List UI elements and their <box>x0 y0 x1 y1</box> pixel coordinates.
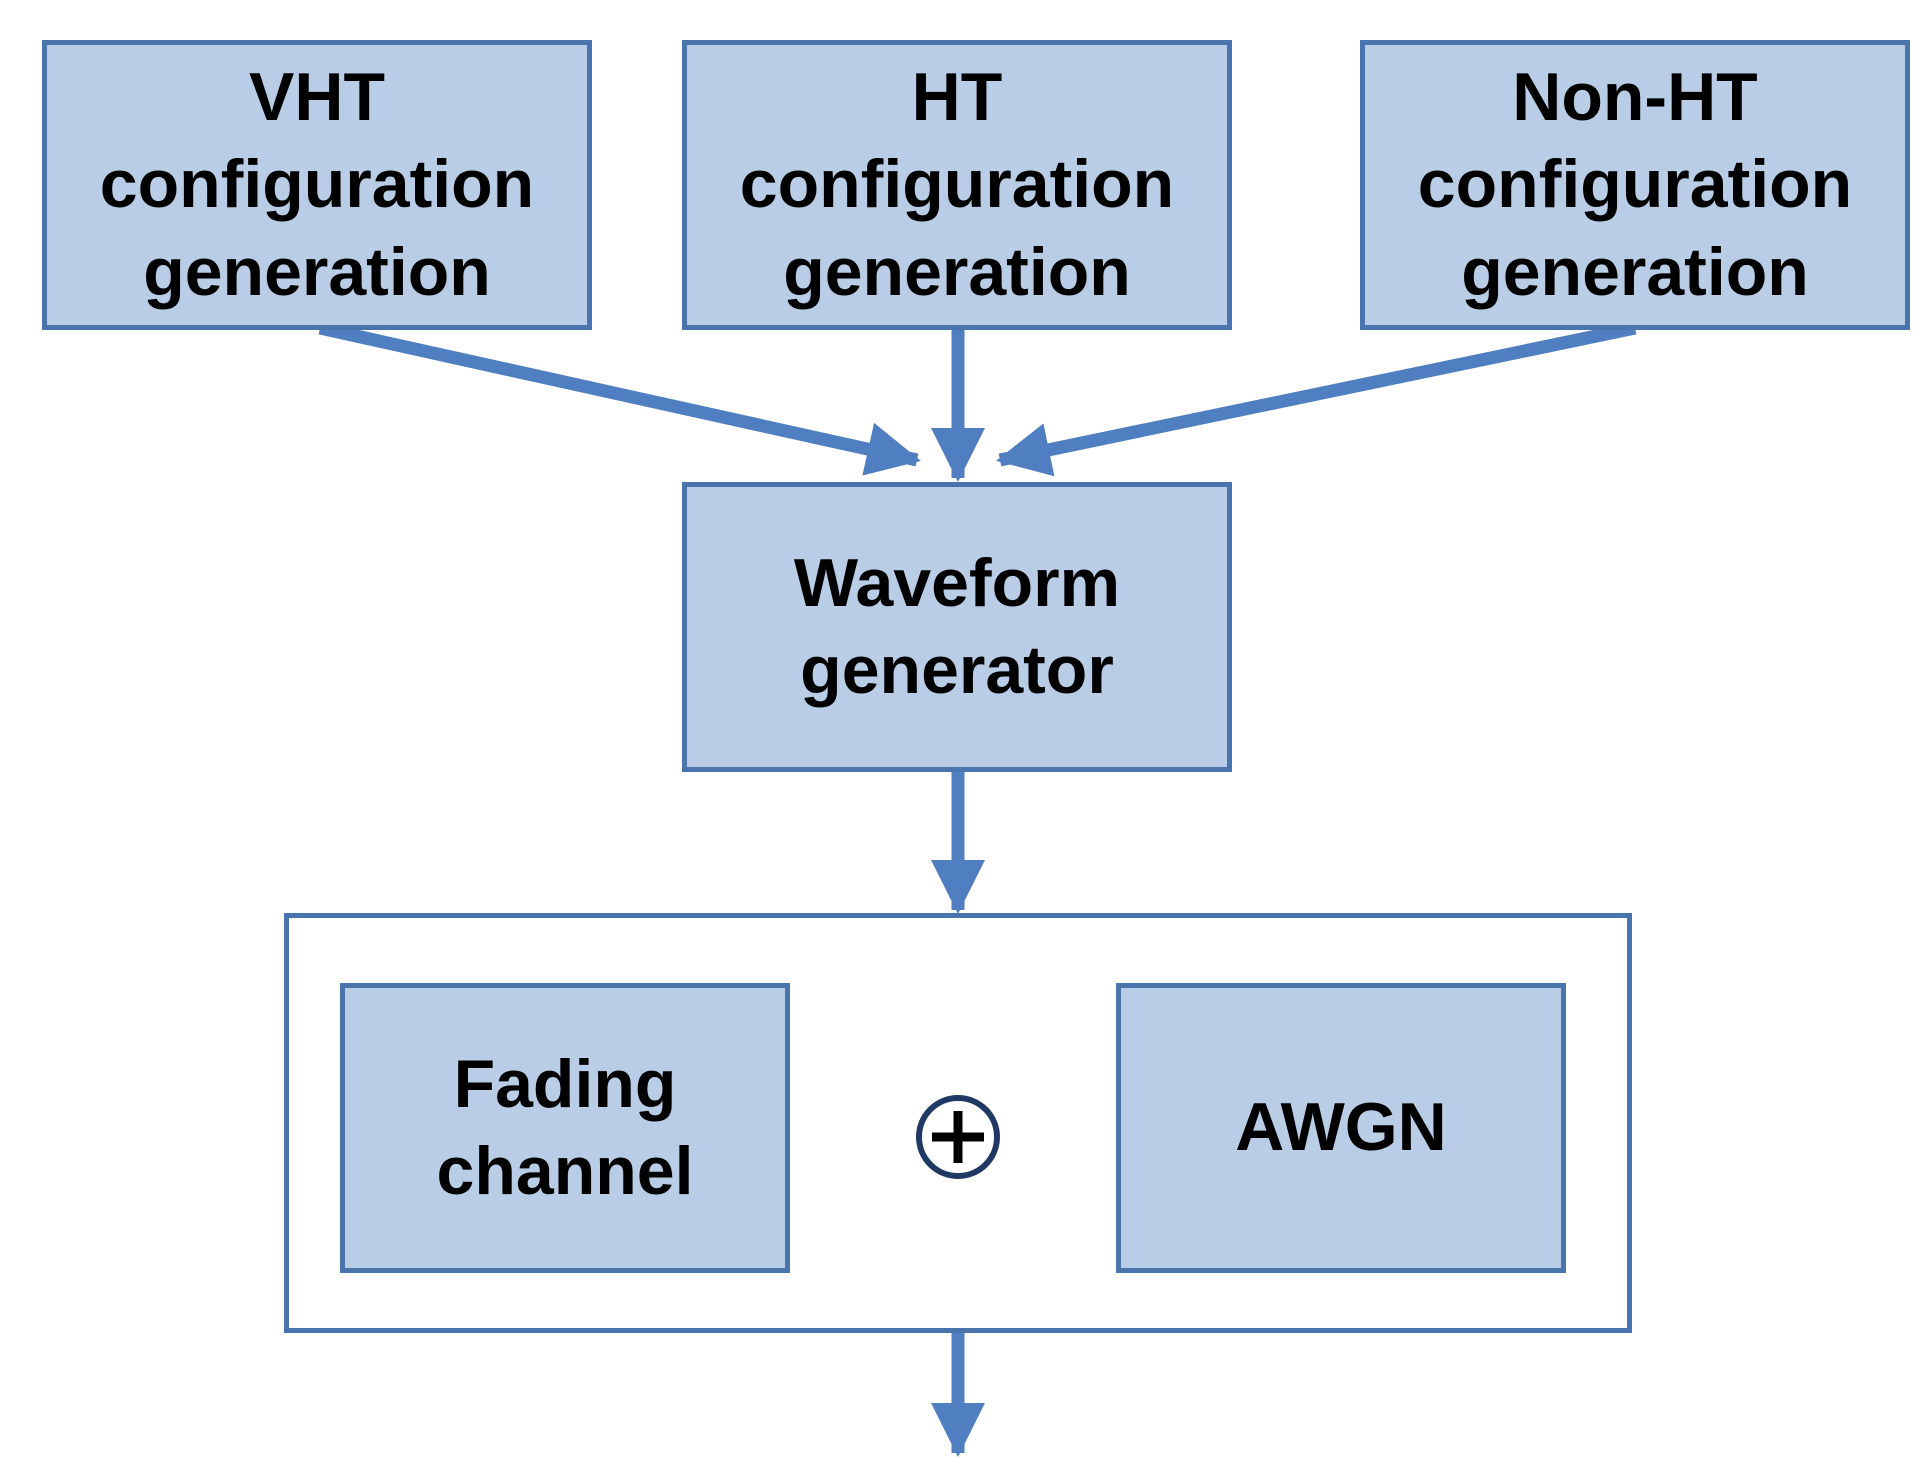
ht-line-3: generation <box>783 233 1131 310</box>
nonht-line-1: Non-HT <box>1512 59 1758 136</box>
ht-line-2: configuration <box>739 146 1175 223</box>
ht-line-1: HT <box>911 59 1003 136</box>
fading-line-1: Fading <box>453 1045 677 1122</box>
waveform-line-2: generator <box>800 632 1114 708</box>
arrow-nonht-to-waveform <box>996 321 1637 477</box>
vht-line-2: configuration <box>99 146 535 223</box>
nonht-line-2: configuration <box>1417 146 1853 223</box>
vht-config-block: VHT configuration generation <box>42 40 592 330</box>
fading-channel-block: Fading channel <box>340 983 790 1273</box>
vht-line-1: VHT <box>249 59 385 136</box>
waveform-generator-block: Waveform generator <box>682 482 1232 772</box>
arrow-vht-to-waveform <box>318 321 921 476</box>
vht-line-3: generation <box>143 233 491 310</box>
fading-line-2: channel <box>436 1133 694 1209</box>
nonht-config-block: Non-HT configuration generation <box>1360 40 1910 330</box>
ht-config-block: HT configuration generation <box>682 40 1232 330</box>
nonht-line-3: generation <box>1461 233 1809 310</box>
awgn-block: AWGN <box>1116 983 1566 1273</box>
waveform-line-1: Waveform <box>793 544 1121 621</box>
awgn-label: AWGN <box>1235 1089 1447 1166</box>
